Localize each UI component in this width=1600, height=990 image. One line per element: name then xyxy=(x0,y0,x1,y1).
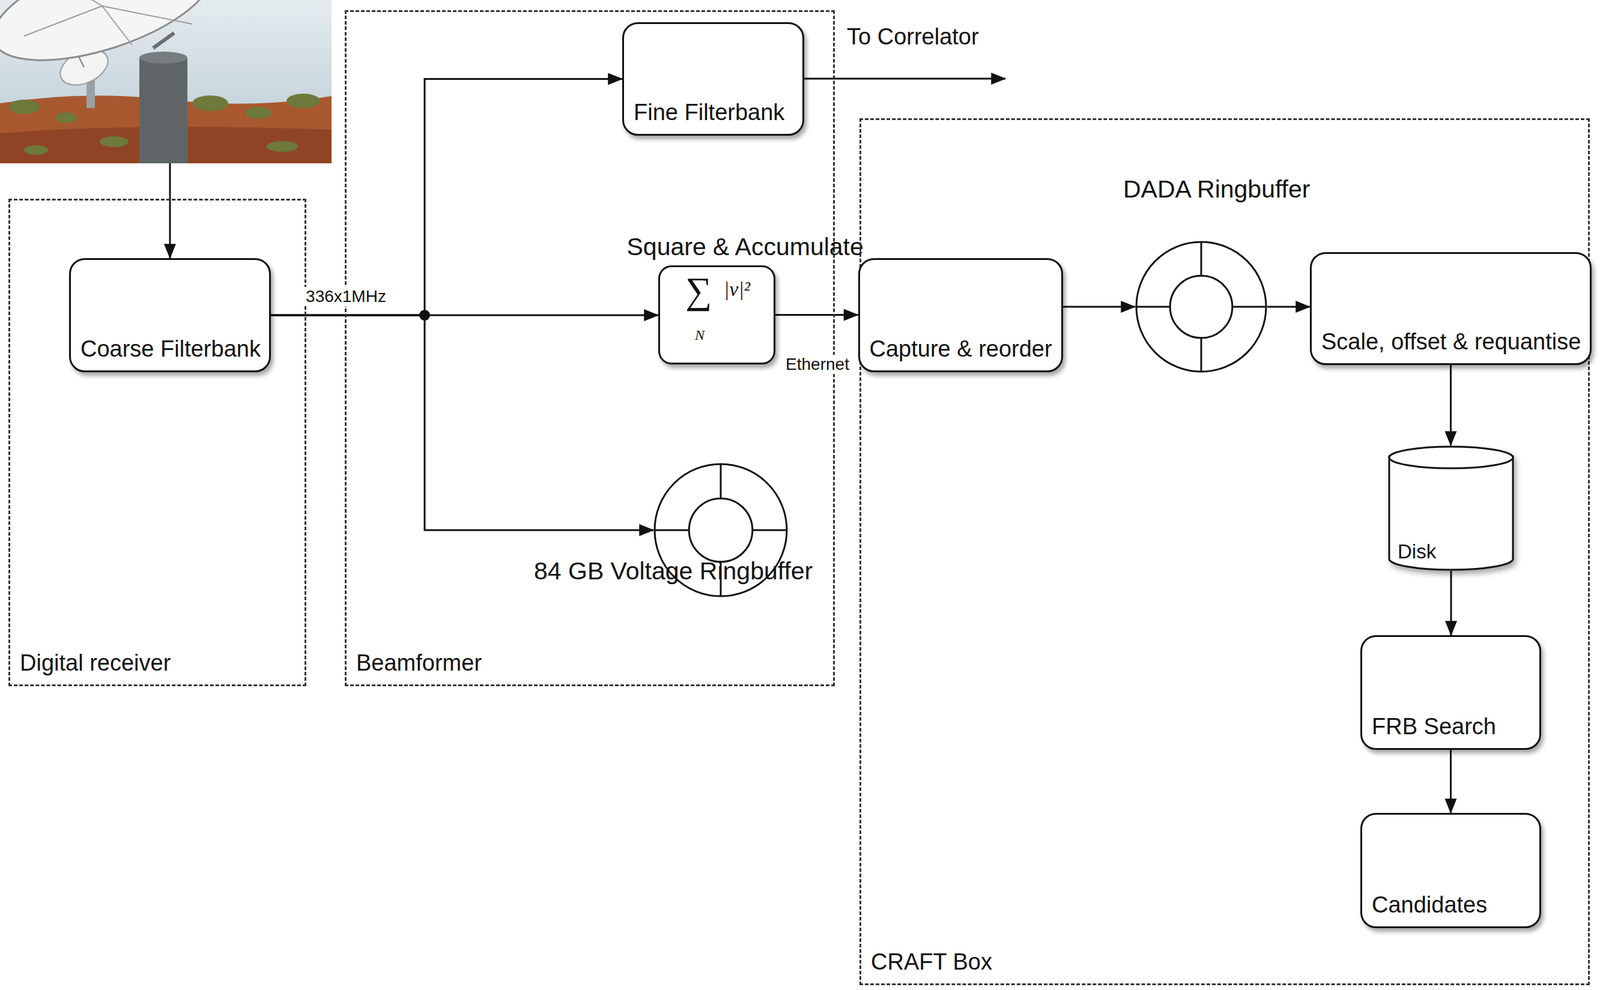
region-box: Coarse FilterbankDigital receiver xyxy=(8,198,307,687)
photo-arrow xyxy=(169,163,172,259)
signal-arrow xyxy=(1450,571,1453,636)
ringbuffer-label: DADA Ringbuffer xyxy=(1123,174,1280,205)
region-box: Capture & reorder DADA RingbufferScale, o… xyxy=(859,118,1590,986)
process-box: Capture & reorder xyxy=(858,258,1064,373)
region-label: Digital receiver xyxy=(19,649,171,678)
box-label: Coarse Filterbank xyxy=(80,335,261,364)
ring-spoke xyxy=(752,529,787,532)
signal-arrow xyxy=(270,315,654,531)
box-label: Capture & reorder xyxy=(869,335,1053,364)
ring-outer xyxy=(654,464,787,597)
ring-spoke xyxy=(1200,242,1203,276)
signal-arrow xyxy=(1267,306,1310,309)
ringbuffer-circle: DADA Ringbuffer xyxy=(1135,240,1268,373)
ring-spoke xyxy=(1136,306,1170,309)
signal-arrow xyxy=(775,314,859,316)
ring-outer xyxy=(1136,242,1267,372)
signal-label: Ethernet xyxy=(783,354,852,375)
box-heading: Square & Accumulate xyxy=(627,231,808,263)
formula-symbol: N xyxy=(694,327,705,347)
region-box: Fine FilterbankSquare & Accumulate ∑N |v|²… xyxy=(344,10,835,687)
junction-dot xyxy=(419,309,431,321)
region-label: CRAFT Box xyxy=(870,948,993,977)
box-label: Scale, offset & requantise xyxy=(1321,328,1581,357)
formula-symbol: ∑ xyxy=(685,272,712,328)
telescope-photo xyxy=(0,0,332,164)
signal-arrow xyxy=(270,79,623,316)
box-label: Fine Filterbank xyxy=(633,99,785,127)
region-label: Beamformer xyxy=(356,649,482,678)
ring-inner xyxy=(1169,275,1233,339)
process-box: Coarse Filterbank xyxy=(69,258,271,373)
ring-spoke xyxy=(720,562,722,597)
process-box: Fine Filterbank xyxy=(622,22,805,136)
box-label: Candidates xyxy=(1371,891,1488,920)
box-label: Disk xyxy=(1397,539,1437,564)
cylinder-body xyxy=(1389,456,1513,570)
cylinder-top xyxy=(1389,446,1513,469)
ringbuffer-circle: 84 GB Voltage Ringbuffer xyxy=(653,463,788,598)
ring-spoke xyxy=(720,464,722,499)
signal-arrow xyxy=(1449,365,1452,446)
ring-spoke xyxy=(1200,338,1203,372)
ringbuffer-label: 84 GB Voltage Ringbuffer xyxy=(533,556,667,591)
box-label: FRB Search xyxy=(1371,713,1497,742)
ring-outline xyxy=(1135,240,1268,373)
signal-arrow xyxy=(1063,306,1136,309)
signal-arrow xyxy=(1449,750,1452,814)
process-box: Candidates xyxy=(1360,813,1542,929)
ring-inner xyxy=(688,498,753,563)
process-box: FRB Search xyxy=(1360,635,1542,751)
output-label: To Correlator xyxy=(846,24,979,50)
process-box: Scale, offset & requantise xyxy=(1309,252,1592,366)
ring-outline xyxy=(653,463,788,598)
ring-spoke xyxy=(1232,306,1267,309)
ring-spoke xyxy=(654,529,689,532)
large-dish xyxy=(0,0,225,164)
process-box: Square & Accumulate∑N|v|² xyxy=(658,265,776,365)
disk-cylinder: Disk xyxy=(1387,445,1515,572)
formula-symbol: |v|² xyxy=(723,279,751,331)
